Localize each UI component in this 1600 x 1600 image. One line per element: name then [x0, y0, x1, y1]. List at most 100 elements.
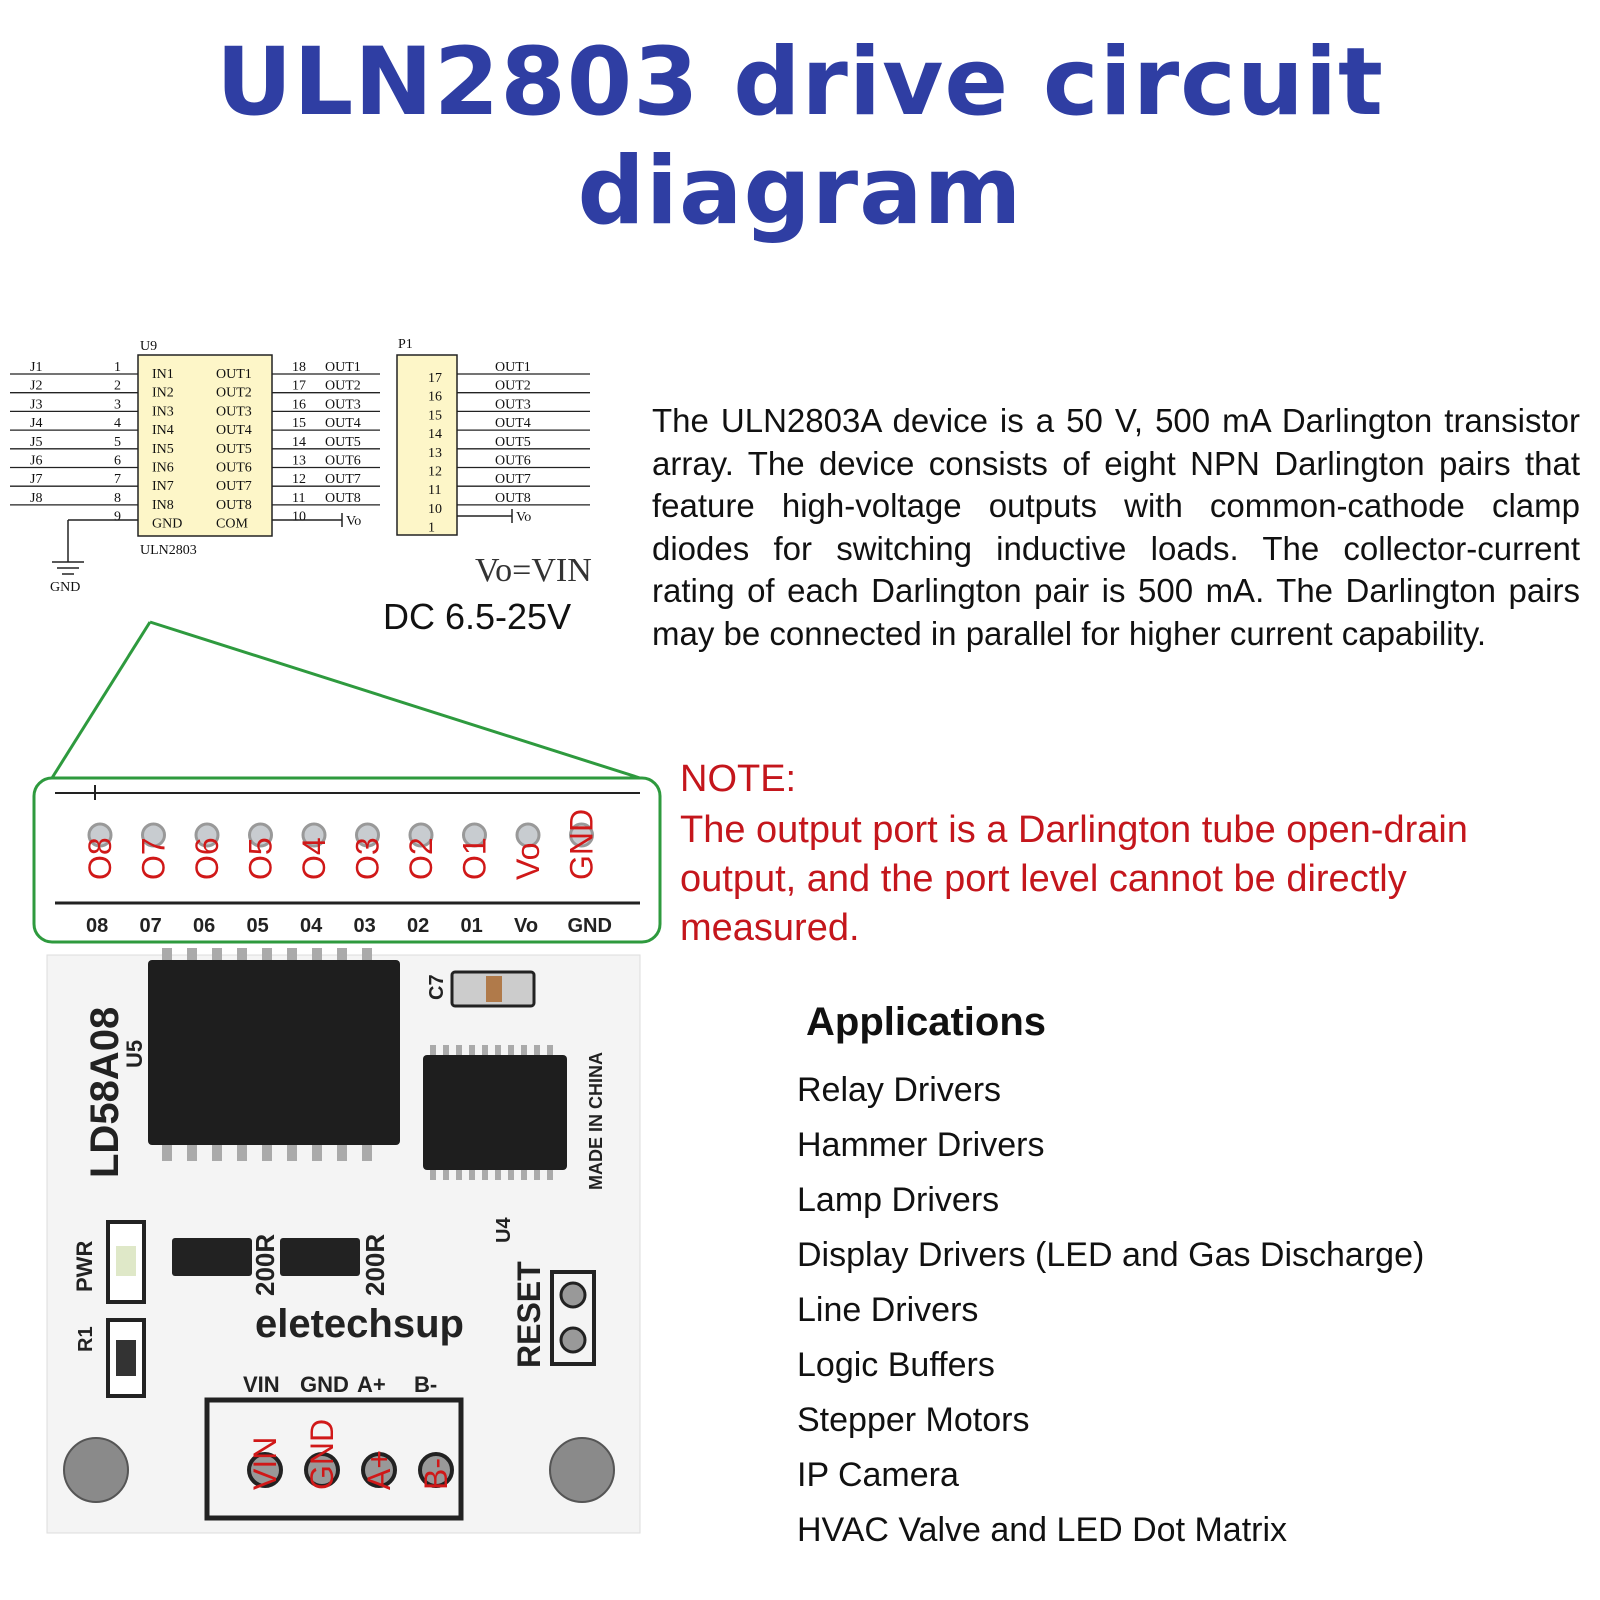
- application-item: Logic Buffers: [797, 1346, 995, 1384]
- input-pin-label: IN8: [152, 498, 174, 513]
- chip-pin: [312, 948, 322, 964]
- pin-number: 13: [292, 454, 306, 469]
- chip-pin: [443, 1166, 449, 1180]
- power-red-label: A+: [361, 1450, 397, 1490]
- resistor-array-1: [172, 1238, 252, 1276]
- power-silk-label: VIN: [243, 1372, 280, 1397]
- pin-label-silk: 08: [86, 915, 108, 937]
- resistor-array-2: [280, 1238, 360, 1276]
- power-red-label: GND: [304, 1419, 340, 1490]
- pin-label-silk: 04: [300, 915, 323, 937]
- chip-pin: [469, 1166, 475, 1180]
- header-pin-hole: [248, 822, 273, 848]
- net-label: OUT8: [325, 491, 361, 506]
- net-label: OUT5: [325, 435, 361, 450]
- output-pin-label: OUT6: [216, 461, 252, 476]
- header-pin-hole: [141, 822, 166, 848]
- chip-pin: [469, 1045, 475, 1059]
- p1-pin-number: 13: [428, 446, 442, 461]
- pin-number: 18: [292, 360, 306, 375]
- pin-number: 1: [114, 360, 121, 375]
- chip-pin: [456, 1045, 462, 1059]
- p1-pin-number: 1: [428, 521, 435, 536]
- p1-net-label: OUT5: [495, 435, 531, 450]
- application-item: Lamp Drivers: [797, 1181, 1000, 1219]
- chip-pin: [495, 1045, 501, 1059]
- p1-pin-number: 12: [428, 465, 442, 480]
- board-model: LD58A08: [83, 1007, 127, 1178]
- pin-label-red: Vo: [510, 843, 546, 880]
- vo-vin-label: Vo=VIN: [475, 552, 592, 589]
- input-pin-label: GND: [152, 517, 182, 532]
- chip-pin: [521, 1166, 527, 1180]
- u9-chip-body: [137, 354, 273, 537]
- ground-label: GND: [50, 580, 80, 595]
- brand-label: eletechsup: [255, 1302, 464, 1346]
- header-pin-hole: [87, 822, 113, 848]
- connector-label: J5: [30, 435, 42, 450]
- power-pin-hole: [247, 1452, 283, 1488]
- net-label: OUT7: [325, 472, 361, 487]
- chip-pin: [534, 1045, 540, 1059]
- pin-number: 17: [292, 379, 306, 394]
- note-title: NOTE:: [680, 758, 797, 800]
- pin-label-red: O8: [82, 837, 118, 880]
- input-pin-label: IN4: [152, 423, 174, 438]
- chip-pin: [237, 948, 247, 964]
- u9-ref: U9: [140, 339, 157, 354]
- pin-label-silk: 01: [461, 915, 483, 937]
- chip-pin: [262, 1141, 272, 1161]
- p1-pin-number: 15: [428, 408, 442, 423]
- pin-label-silk: 07: [140, 915, 162, 937]
- device-description: The ULN2803A device is a 50 V, 500 mA Da…: [652, 402, 1580, 652]
- chip-pin: [287, 1141, 297, 1161]
- connector-label: J3: [30, 397, 42, 412]
- callout-lines: [32, 620, 662, 944]
- net-label: OUT4: [325, 416, 361, 431]
- chip-pin: [547, 1166, 553, 1180]
- p1-net-label: OUT6: [495, 454, 531, 469]
- header-pin-hole: [569, 822, 594, 848]
- chip-pin: [337, 1141, 347, 1161]
- p1-pin-number: 10: [428, 502, 442, 517]
- output-pin-label: OUT3: [216, 404, 252, 419]
- power-silk-label: B-: [414, 1372, 437, 1397]
- power-silk-label: GND: [300, 1372, 349, 1397]
- pin-label-silk: Vo: [514, 915, 538, 937]
- applications-heading: Applications: [806, 1000, 1047, 1044]
- chip-pin: [212, 948, 222, 964]
- pin-number: 9: [114, 510, 121, 525]
- pin-number: 7: [114, 472, 121, 487]
- pin-number: 3: [114, 397, 121, 412]
- chip-pin: [430, 1166, 436, 1180]
- power-pin-hole: [418, 1452, 454, 1488]
- callout-box: [32, 776, 662, 944]
- input-pin-label: IN1: [152, 367, 174, 382]
- made-in-label: MADE IN CHINA: [586, 1052, 606, 1190]
- power-pin-hole: [304, 1452, 340, 1488]
- chip-pin: [237, 1141, 247, 1161]
- ground-symbol: [52, 519, 138, 575]
- p1-pin-number: 17: [428, 371, 442, 386]
- pin-label-red: GND: [564, 809, 600, 880]
- res2-label: 200R: [360, 1234, 390, 1296]
- pin-label-red: O1: [457, 837, 493, 880]
- chip-pin: [287, 948, 297, 964]
- application-item: Hammer Drivers: [797, 1126, 1045, 1164]
- mounting-hole-right: [549, 1437, 615, 1503]
- pin-header-strip: [55, 785, 640, 905]
- chip-pin: [162, 948, 172, 964]
- chip-pin: [482, 1166, 488, 1180]
- pin-label-red: O3: [350, 837, 386, 880]
- p1-net-label: OUT4: [495, 416, 531, 431]
- pin-label-red: O6: [189, 837, 225, 880]
- chip-pin: [456, 1166, 462, 1180]
- u9-chip-name: ULN2803: [140, 543, 197, 558]
- chip-pin: [482, 1045, 488, 1059]
- pin-number: 5: [114, 435, 121, 450]
- chip-pin: [312, 1141, 322, 1161]
- chip-pin: [162, 1141, 172, 1161]
